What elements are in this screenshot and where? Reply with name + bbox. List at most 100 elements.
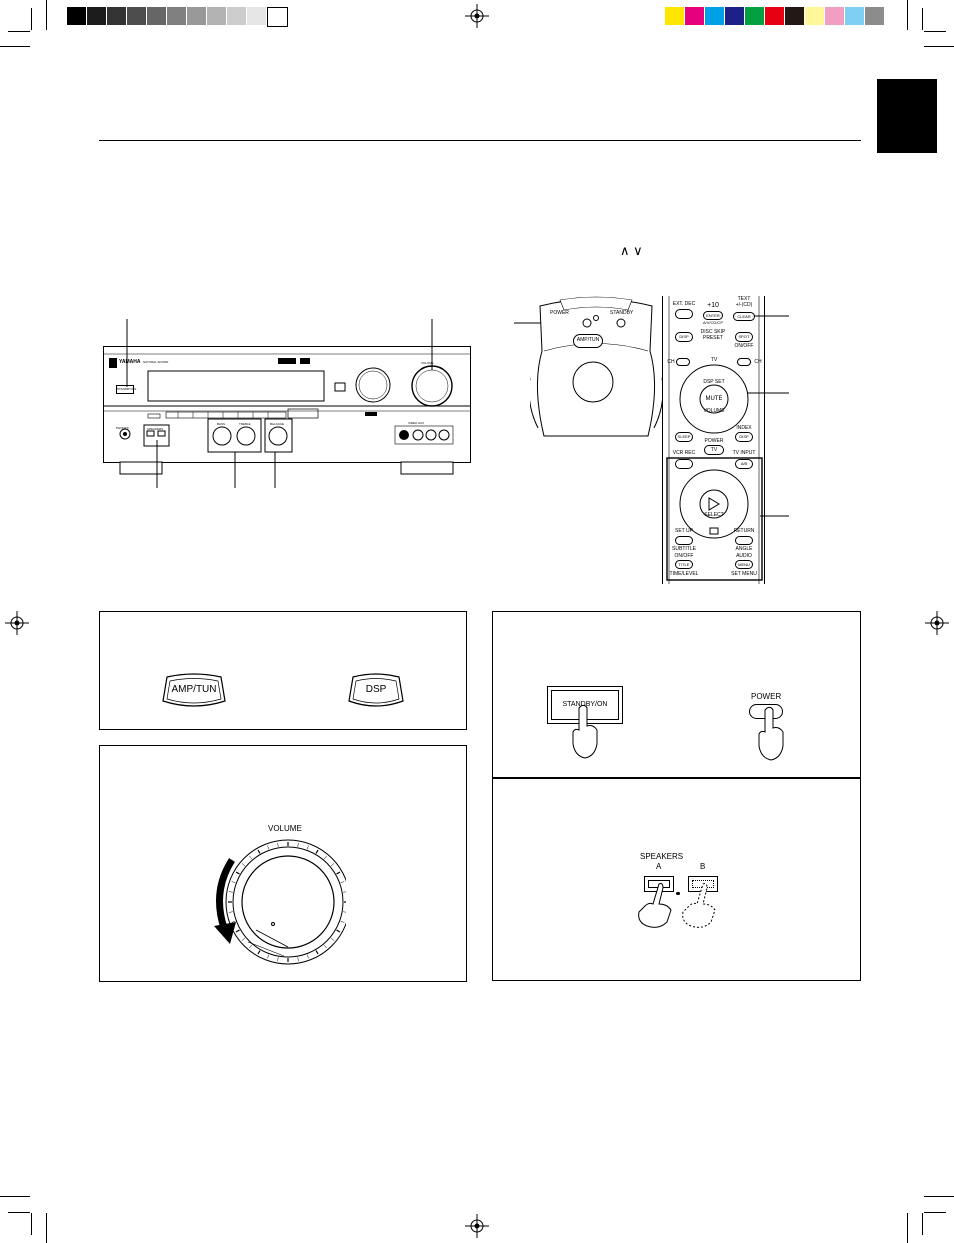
remote-audio-label: AUDIO bbox=[736, 553, 752, 559]
header-rule bbox=[99, 140, 861, 141]
remote-set-menu-label: SET MENU bbox=[731, 571, 757, 577]
dial-tick bbox=[257, 849, 261, 854]
remote-select-label: SELECT bbox=[704, 512, 724, 518]
dial-tick bbox=[231, 881, 236, 884]
process-swatch bbox=[745, 7, 764, 25]
dial-tick bbox=[235, 871, 240, 875]
finger-press-icon bbox=[638, 883, 672, 928]
remote-clear-button[interactable]: CLEAR bbox=[733, 312, 755, 321]
remote-disp-button[interactable]: DISP bbox=[675, 332, 693, 342]
volume-dial[interactable] bbox=[216, 830, 346, 970]
receiver-leader-lines bbox=[126, 315, 789, 517]
remote-tv-button[interactable]: TV bbox=[704, 445, 724, 455]
remote-time-level-label: TIME/LEVEL bbox=[669, 571, 699, 577]
process-swatch bbox=[845, 7, 864, 25]
process-swatch bbox=[665, 7, 684, 25]
remote-ch-plus-button[interactable] bbox=[737, 358, 751, 366]
process-swatch bbox=[725, 7, 744, 25]
registration-mark-top bbox=[465, 4, 489, 28]
receiver-speakers-label: SPEAKERS bbox=[147, 427, 164, 431]
process-swatch bbox=[705, 7, 724, 25]
amp-tun-button[interactable]: AMP/TUN bbox=[171, 684, 217, 695]
remote-power-label: POWER bbox=[550, 310, 569, 316]
dial-tick bbox=[277, 957, 279, 962]
receiver-video-aux-label: VIDEO AUX bbox=[408, 421, 425, 425]
gray-swatch bbox=[107, 7, 126, 25]
receiver-phones-label: PHONES bbox=[116, 426, 129, 430]
dial-tick bbox=[267, 845, 270, 850]
receiver-bass-label: BASS bbox=[217, 422, 226, 426]
remote-return-button[interactable] bbox=[735, 536, 753, 545]
remote-disc-skip-label: DISC SKIP bbox=[700, 329, 726, 335]
gray-swatch bbox=[227, 7, 246, 25]
dial-tick bbox=[241, 937, 246, 941]
dial-tick bbox=[306, 845, 309, 850]
remote-ext-dec-label: EXT. DEC bbox=[672, 301, 696, 307]
dial-tick bbox=[323, 855, 327, 860]
process-swatch bbox=[685, 7, 704, 25]
remote-disp2-button[interactable]: DISP bbox=[735, 432, 753, 442]
dial-tick bbox=[249, 855, 253, 860]
dial-tick bbox=[340, 920, 345, 923]
gray-swatch bbox=[127, 7, 146, 25]
dial-tick bbox=[228, 911, 233, 913]
receiver-volume-label: VOLUME bbox=[421, 361, 434, 365]
receiver-power-button[interactable]: STANDBY/ON bbox=[117, 387, 137, 391]
gray-swatch bbox=[87, 7, 106, 25]
gray-swatch bbox=[147, 7, 166, 25]
dial-tick bbox=[297, 842, 299, 847]
dial-tick bbox=[228, 891, 233, 893]
process-swatch bbox=[865, 7, 884, 25]
remote-ab-button[interactable]: A/B bbox=[735, 459, 753, 469]
remote-enter-button[interactable]: ENTER bbox=[703, 311, 723, 320]
standby-on-button[interactable]: STANDBY/ON bbox=[562, 701, 608, 708]
dial-tick bbox=[235, 929, 240, 933]
yamaha-logo bbox=[109, 358, 117, 368]
dial-tick bbox=[336, 929, 341, 933]
speakers-a-label: A bbox=[656, 862, 662, 871]
process-swatch bbox=[825, 7, 844, 25]
dial-tick bbox=[343, 891, 346, 893]
dial-tick bbox=[257, 950, 261, 955]
dial-tick bbox=[267, 954, 270, 959]
remote-tv-label: TV bbox=[710, 357, 718, 363]
registration-mark-bottom bbox=[465, 1214, 489, 1238]
dial-tick bbox=[231, 920, 236, 923]
panel-speakers: SPEAKERS A B bbox=[492, 777, 861, 981]
remote-ch-plus-label: CH bbox=[754, 359, 762, 365]
gray-swatch bbox=[167, 7, 186, 25]
remote-top-view: POWER STANDBY AMP/TUN bbox=[530, 296, 662, 441]
remote-ch-minus-button[interactable] bbox=[676, 358, 690, 366]
panel-input-mode: AMP/TUN DSP bbox=[99, 611, 467, 730]
gray-swatch bbox=[187, 7, 206, 25]
finger-press-icon bbox=[572, 704, 598, 759]
speakers-b-label: B bbox=[700, 862, 706, 871]
dial-tick bbox=[330, 863, 335, 867]
dial-tick bbox=[315, 849, 319, 854]
speakers-indicator bbox=[676, 892, 680, 895]
dial-tick bbox=[343, 911, 346, 913]
remote-preset-label: PRESET bbox=[702, 335, 723, 341]
remote-vcr-rec-button[interactable] bbox=[675, 459, 693, 469]
panel-power-on: STANDBY/ON POWER bbox=[492, 611, 861, 779]
remote-teletext-label: +/-(CD) bbox=[735, 302, 753, 308]
remote-volume-label: VOLUME bbox=[703, 408, 725, 414]
registration-mark-left bbox=[5, 611, 29, 635]
finger-press-icon bbox=[758, 706, 784, 761]
remote-angle-label: ANGLE bbox=[735, 546, 753, 552]
process-swatch bbox=[805, 7, 824, 25]
gray-swatch bbox=[207, 7, 226, 25]
dial-tick bbox=[306, 954, 309, 959]
remote-set-up-button[interactable] bbox=[675, 536, 693, 545]
dsp-button[interactable]: DSP bbox=[365, 684, 387, 695]
receiver-model-line: NATURAL SOUND bbox=[143, 360, 169, 364]
remote-menu-button[interactable]: MENU bbox=[735, 560, 753, 569]
remote-title-button[interactable]: TITLE bbox=[675, 560, 693, 569]
remote-amp-tun-button[interactable]: AMP/TUN bbox=[576, 337, 600, 343]
remote-sleep-button[interactable]: SLEEP bbox=[675, 432, 693, 442]
remote-mute-button[interactable]: MUTE bbox=[705, 396, 723, 402]
gray-swatch bbox=[267, 7, 288, 27]
remote-ext-dec-button[interactable] bbox=[675, 309, 693, 319]
remote-spdt-button[interactable]: SP.DT bbox=[735, 332, 753, 342]
dial-tick bbox=[315, 950, 319, 955]
